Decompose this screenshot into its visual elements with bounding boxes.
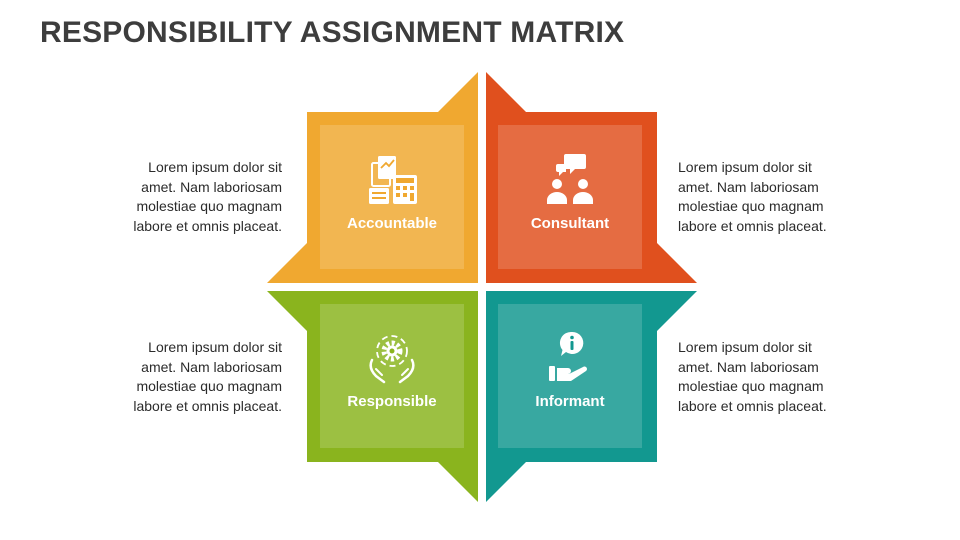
accountable-description: Lorem ipsum dolor sit amet. Nam laborios… <box>133 159 282 234</box>
hands-gear-icon <box>369 335 415 384</box>
people-chat-icon <box>547 154 593 204</box>
informant-quadrant: Informant <box>486 291 697 502</box>
calculator-documents-icon <box>369 156 417 204</box>
responsible-shape <box>267 291 478 502</box>
consultant-quadrant: Consultant <box>486 72 697 283</box>
responsible-label: Responsible <box>347 393 436 410</box>
consultant-label: Consultant <box>531 215 609 232</box>
consultant-inner-box <box>498 125 642 269</box>
accountable-inner-box <box>320 125 464 269</box>
consultant-description: Lorem ipsum dolor sit amet. Nam laborios… <box>678 159 827 234</box>
responsible-description: Lorem ipsum dolor sit amet. Nam laborios… <box>133 339 282 414</box>
consultant-shape <box>486 72 697 283</box>
informant-shape <box>486 291 697 502</box>
responsible-inner-box <box>320 304 464 448</box>
hand-info-icon <box>549 331 587 381</box>
page-title: RESPONSIBILITY ASSIGNMENT MATRIX <box>40 16 625 49</box>
accountable-quadrant: Accountable <box>267 72 478 283</box>
informant-description: Lorem ipsum dolor sit amet. Nam laborios… <box>678 339 827 414</box>
responsible-quadrant: Responsible <box>267 291 478 502</box>
informant-label: Informant <box>535 393 604 410</box>
accountable-label: Accountable <box>347 215 437 232</box>
